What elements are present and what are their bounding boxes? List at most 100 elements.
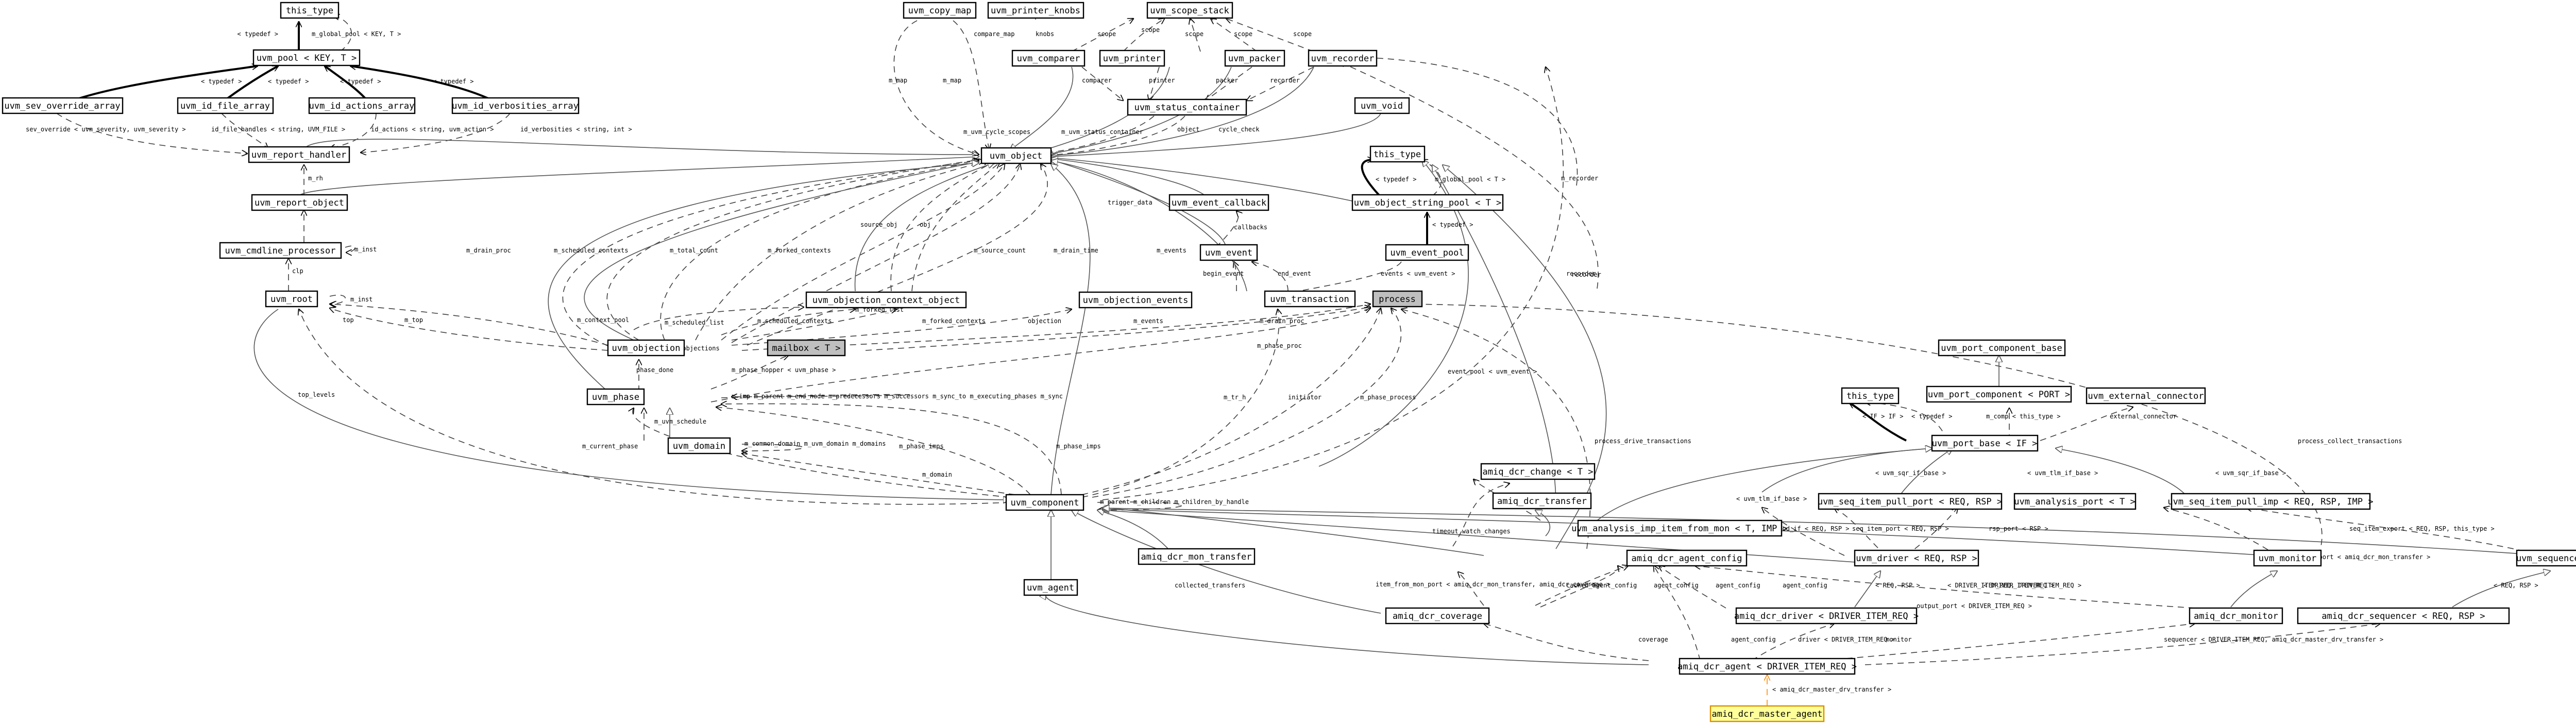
edge [2246,508,2546,557]
class-node-uvm-objection-events[interactable]: uvm_objection_events [1078,291,1193,309]
class-node-uvm-port-component-base[interactable]: uvm_port_component_base [1938,339,2066,357]
class-node-uvm-printer[interactable]: uvm_printer [1099,49,1165,67]
edge [1406,304,2323,556]
class-node-uvm-id-verbosities-array[interactable]: uvm_id_verbosities_array [451,97,580,114]
svg-text:uvm_seq_item_pull_port < REQ,: uvm_seq_item_pull_port < REQ, RSP > [1818,497,2002,507]
class-node-uvm-external-connector[interactable]: uvm_external_connector [2086,387,2206,405]
svg-text:uvm_agent: uvm_agent [1027,583,1074,593]
class-node-uvm-object-string-pool[interactable]: uvm_object_string_pool < T > [1351,194,1504,211]
svg-text:uvm_recorder: uvm_recorder [1311,54,1375,64]
class-node-process[interactable]: process [1372,290,1423,308]
class-node-uvm-component[interactable]: uvm_component [1005,494,1084,511]
class-node-uvm-domain[interactable]: uvm_domain [667,437,731,454]
class-node-uvm-analysis-imp-item-from-mon[interactable]: uvm_analysis_imp_item_from_mon < T, IMP … [1571,519,1788,537]
class-node-uvm-cmdline-processor[interactable]: uvm_cmdline_processor [219,242,342,259]
edge [325,66,367,100]
class-node-this-type[interactable]: this_type [1841,387,1900,405]
svg-text:uvm_monitor: uvm_monitor [2259,553,2317,564]
edge-label: m_scheduled_contexts [757,317,832,325]
edge-label: printer [1149,77,1175,84]
svg-text:uvm_report_handler: uvm_report_handler [251,150,346,160]
class-node-amiq-dcr-monitor[interactable]: amiq_dcr_monitor [2189,607,2283,625]
class-node-amiq-dcr-sequencer[interactable]: amiq_dcr_sequencer < REQ, RSP > [2297,607,2510,625]
edge [345,245,355,252]
edge-label: < typedef > [1376,176,1416,183]
class-node-uvm-transaction[interactable]: uvm_transaction [1264,290,1356,308]
class-node-uvm-port-base[interactable]: uvm_port_base < IF > [1931,434,2039,452]
class-node-uvm-report-object[interactable]: uvm_report_object [251,194,348,211]
class-node-amiq-dcr-mon-transfer[interactable]: amiq_dcr_mon_transfer [1138,548,1256,565]
class-node-uvm-event-callback[interactable]: uvm_event_callback [1168,194,1269,211]
edge-label: m_map [943,77,961,84]
class-node-amiq-dcr-coverage[interactable]: amiq_dcr_coverage [1385,607,1490,625]
class-node-uvm-sequencer[interactable]: uvm_sequencer < REQ, RSP > [2516,549,2576,567]
edge-label: m_events [1133,317,1163,325]
edge [56,113,247,154]
class-node-uvm-event[interactable]: uvm_event [1199,244,1258,261]
edge [747,164,1048,346]
class-node-this-type[interactable]: this_type [1369,145,1426,163]
class-node-uvm-object[interactable]: uvm_object [980,147,1052,164]
class-node-uvm-seq-item-pull-imp[interactable]: uvm_seq_item_pull_imp < REQ, RSP, IMP > [2167,493,2374,510]
edge [1458,572,1484,606]
edge [1051,113,1381,157]
edge-label: rsp_port < RSP > [1989,525,2048,532]
edge-label: < DRIVER_ITEM_REQ, DRIVER_ITEM_REQ > [1947,582,2081,589]
svg-text:mailbox < T >: mailbox < T > [772,343,840,353]
class-node-uvm-recorder[interactable]: uvm_recorder [1308,49,1378,67]
edge [1036,66,1170,153]
class-node-amiq-dcr-change[interactable]: amiq_dcr_change < T > [1480,463,1596,480]
class-node-uvm-driver[interactable]: uvm_driver < REQ, RSP > [1854,549,1979,567]
class-node-uvm-pool[interactable]: uvm_pool < KEY, T > [252,49,361,66]
edge [710,356,788,390]
class-node-uvm-objection-context-object[interactable]: uvm_objection_context_object [805,291,967,309]
class-node-uvm-event-pool[interactable]: uvm_event_pool [1385,244,1469,261]
class-node-uvm-copy-map[interactable]: uvm_copy_map [903,2,977,19]
class-node-uvm-sev-override-array[interactable]: uvm_sev_override_array [2,97,124,114]
class-node-uvm-scope-stack[interactable]: uvm_scope_stack [1146,2,1233,19]
class-node-uvm-objection[interactable]: uvm_objection [607,339,685,357]
svg-text:uvm_event: uvm_event [1205,248,1252,258]
edge-label: collected_transfers [1175,582,1245,589]
class-node-uvm-agent[interactable]: uvm_agent [1023,579,1078,596]
class-node-uvm-packer[interactable]: uvm_packer [1224,49,1285,67]
class-node-uvm-seq-item-pull-port[interactable]: uvm_seq_item_pull_port < REQ, RSP > [1818,493,2003,510]
class-node-uvm-comparer[interactable]: uvm_comparer [1011,49,1086,67]
edge-label: scope [1141,26,1160,33]
svg-text:uvm_pool < KEY, T >: uvm_pool < KEY, T > [257,53,357,63]
edge-label: < DRIVER_ITEM_REQ > [1984,582,2054,589]
class-node-uvm-status-container[interactable]: uvm_status_container [1127,98,1247,116]
class-node-amiq-dcr-transfer[interactable]: amiq_dcr_transfer [1492,492,1592,510]
class-node-this-type[interactable]: this_type [280,2,340,19]
class-node-uvm-monitor[interactable]: uvm_monitor [2253,549,2322,567]
class-node-uvm-port-component[interactable]: uvm_port_component < PORT > [1926,385,2072,403]
edge-label: end_event [1278,270,1311,277]
edge-label: m_uvm_schedule [654,418,706,425]
edge-label: < REQ, RSP > [2494,582,2538,589]
svg-text:amiq_dcr_agent < DRIVER_ITEM_R: amiq_dcr_agent < DRIVER_ITEM_REQ > [1677,662,1857,672]
class-node-uvm-id-actions-array[interactable]: uvm_id_actions_array [308,97,416,114]
class-node-amiq-dcr-agent[interactable]: amiq_dcr_agent < DRIVER_ITEM_REQ > [1677,658,1857,675]
class-node-mailbox[interactable]: mailbox < T > [767,339,846,357]
class-node-uvm-report-handler[interactable]: uvm_report_handler [248,146,350,163]
class-node-amiq-dcr-driver[interactable]: amiq_dcr_driver < DRIVER_ITEM_REQ > [1734,607,1919,625]
edge-label: id_file_handles < string, UVM_FILE > [211,126,345,133]
svg-text:this_type: this_type [1846,391,1894,401]
class-node-uvm-root[interactable]: uvm_root [265,290,318,308]
class-node-uvm-void[interactable]: uvm_void [1354,97,1410,114]
class-node-uvm-printer-knobs[interactable]: uvm_printer_knobs [987,2,1084,19]
class-node-amiq-dcr-master-agent[interactable]: amiq_dcr_master_agent [1709,705,1825,722]
edge-label: m_inst [350,296,372,303]
class-node-amiq-dcr-agent-config[interactable]: amiq_dcr_agent_config [1626,549,1748,567]
svg-text:uvm_packer: uvm_packer [1228,54,1281,64]
class-node-uvm-analysis-port[interactable]: uvm_analysis_port < T > [2013,493,2137,510]
class-node-uvm-id-file-array[interactable]: uvm_id_file_array [177,97,274,114]
edge-label: m_events [1157,247,1187,254]
edge-label: recorder [1571,271,1601,278]
class-node-uvm-phase[interactable]: uvm_phase [586,388,645,406]
edge [1443,165,1607,549]
svg-text:this_type: this_type [1374,149,1421,160]
edge [1081,309,1279,498]
edge-labels: < typedef > m_global_pool < KEY, T > < t… [26,26,2538,693]
svg-text:this_type: this_type [286,6,333,16]
